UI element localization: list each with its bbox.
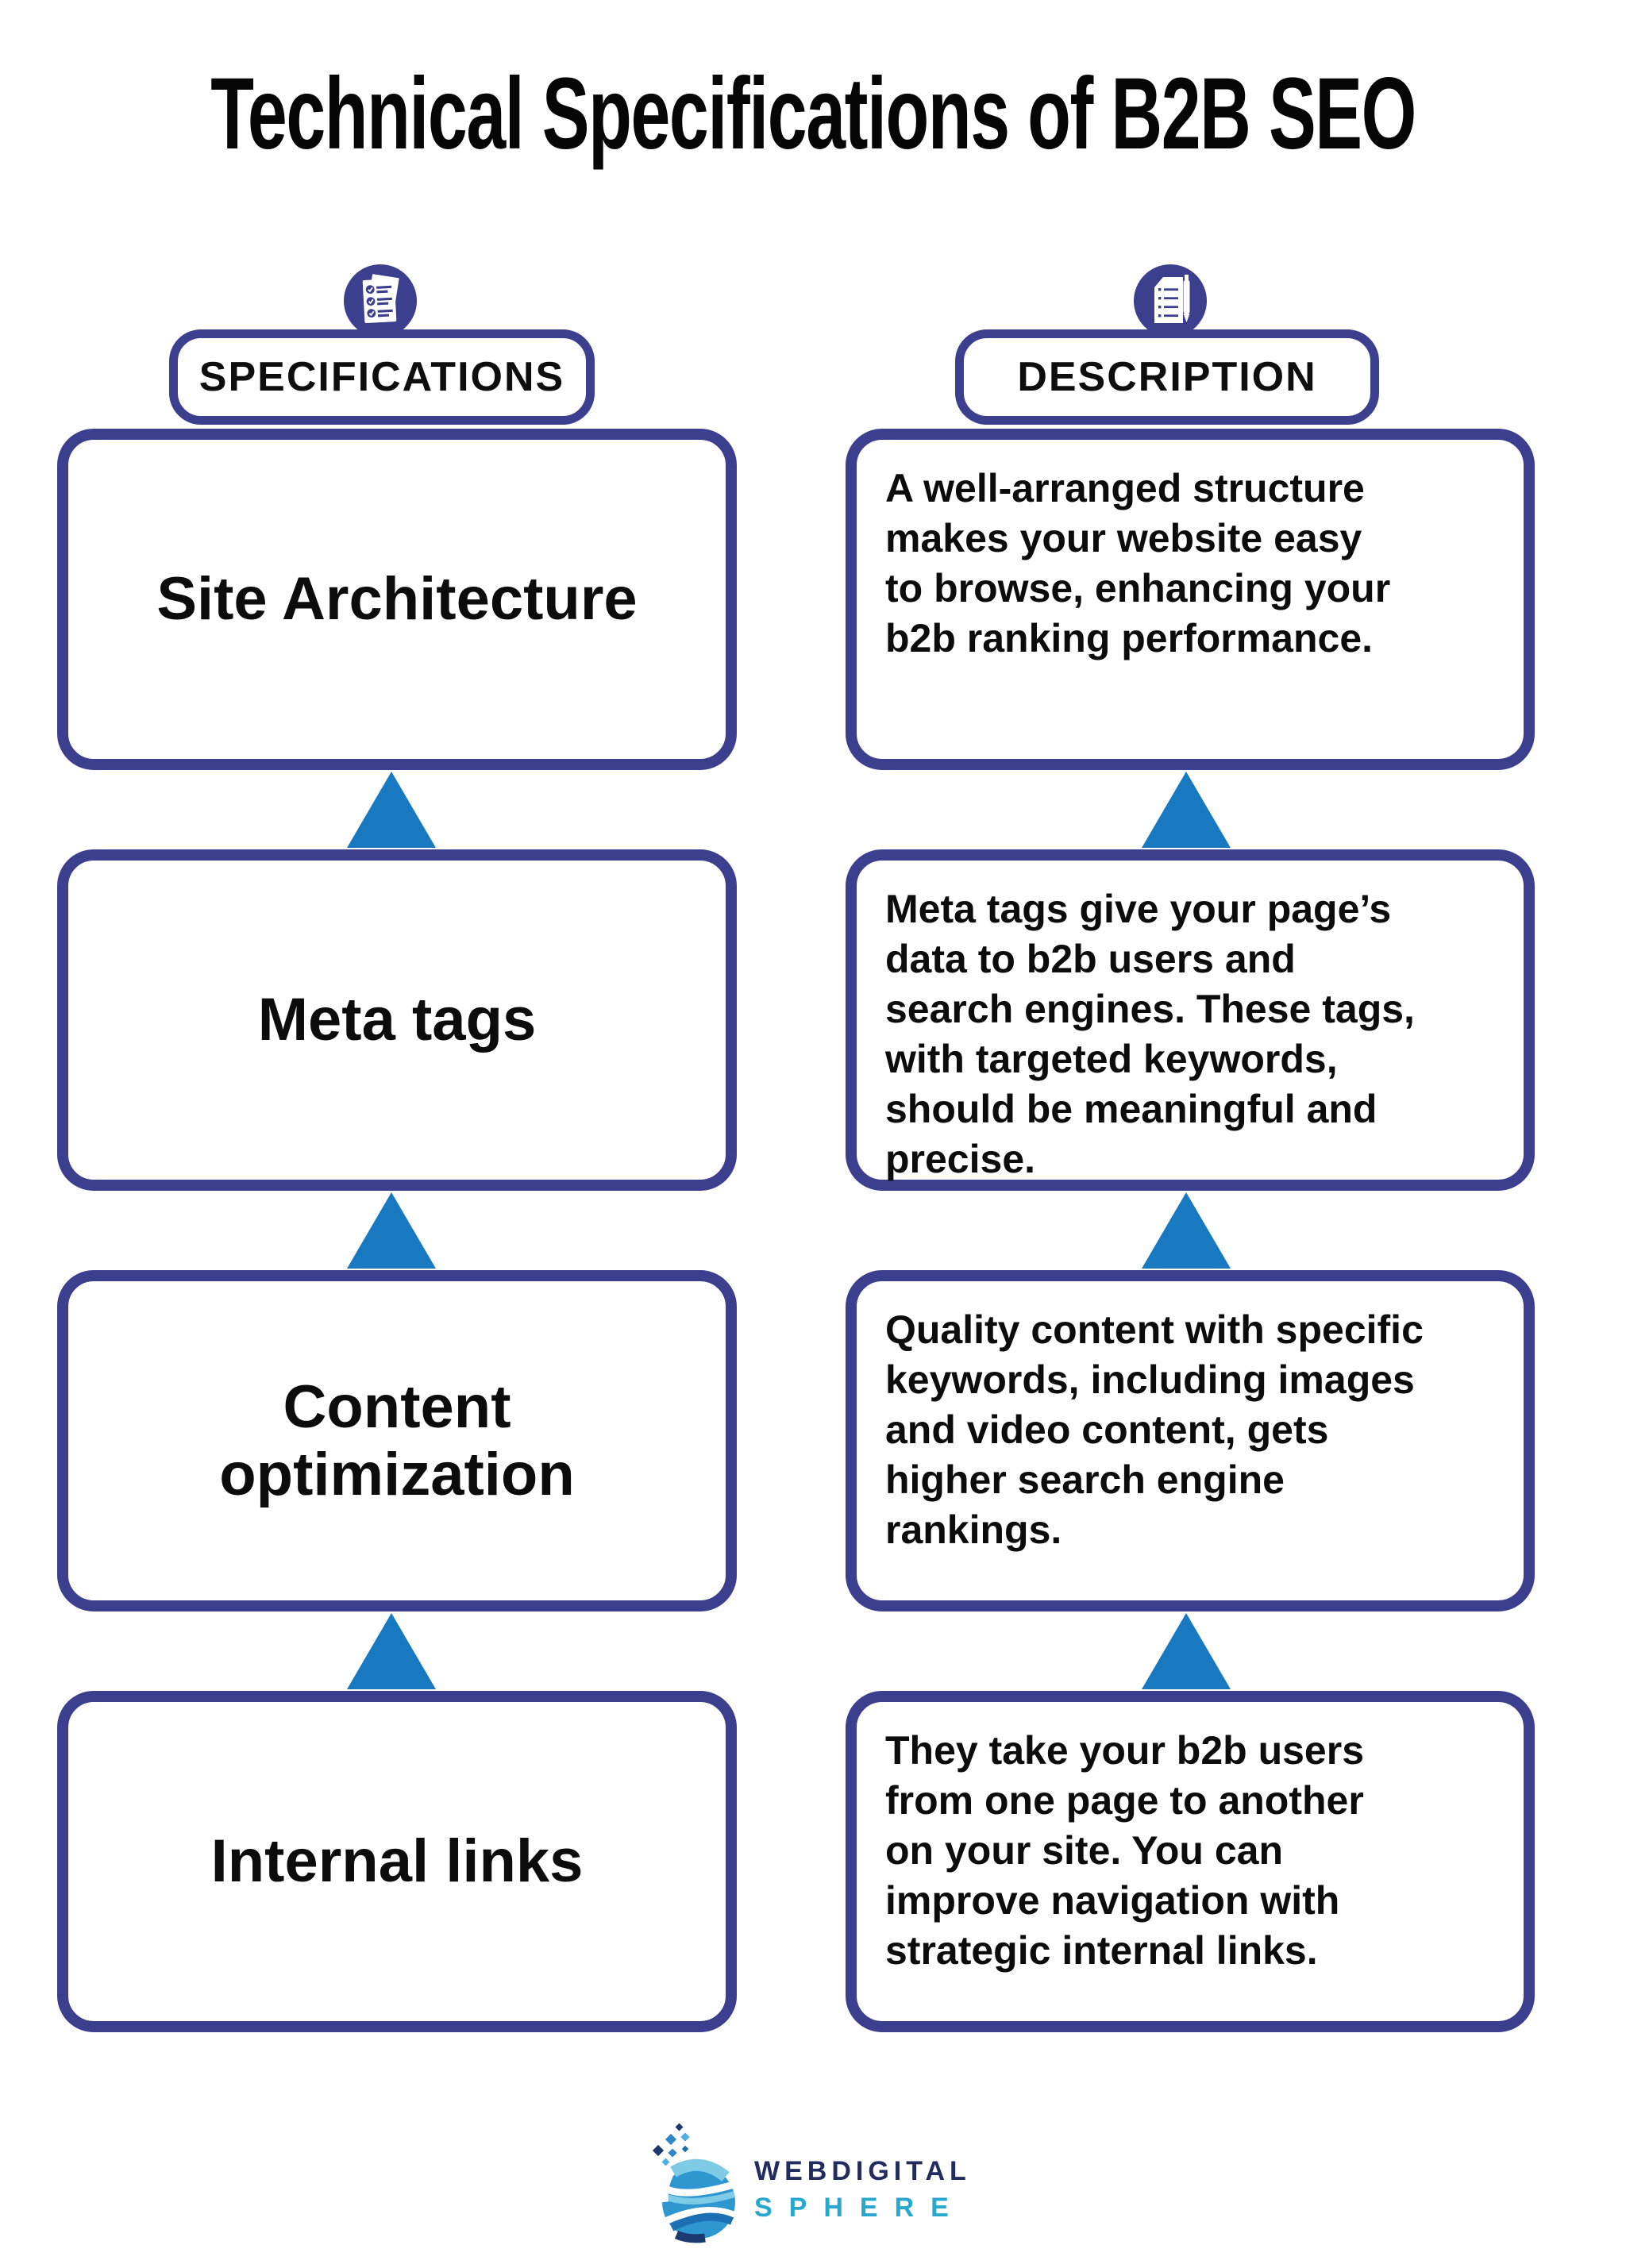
up-arrow-icon bbox=[347, 1192, 436, 1269]
desc-box-site-architecture: A well-arranged structure makes your web… bbox=[846, 429, 1535, 770]
up-arrow-icon bbox=[347, 772, 436, 848]
spec-box-internal-links: Internal links bbox=[57, 1691, 737, 2032]
specifications-header-label: SPECIFICATIONS bbox=[198, 354, 565, 400]
logo-text: WEBDIGITAL SPHERE bbox=[754, 2156, 971, 2224]
desc-box-meta-tags: Meta tags give your page’s data to b2b u… bbox=[846, 849, 1535, 1191]
spec-box-meta-tags: Meta tags bbox=[57, 849, 737, 1191]
desc-box-content-optimization: Quality content with specific keywords, … bbox=[846, 1270, 1535, 1611]
page-title-text: Technical Specifications of B2B SEO bbox=[210, 56, 1416, 171]
logo-line-sphere: SPHERE bbox=[754, 2192, 965, 2223]
logo-line-webdigital: WEBDIGITAL bbox=[754, 2155, 971, 2186]
column-header-description: DESCRIPTION bbox=[955, 329, 1379, 425]
up-arrow-icon bbox=[1142, 1192, 1231, 1269]
spec-label: Content optimization bbox=[219, 1373, 575, 1508]
checklist-icon bbox=[344, 264, 417, 337]
spec-box-content-optimization: Content optimization bbox=[57, 1270, 737, 1611]
logo-sphere-icon bbox=[652, 2123, 736, 2243]
desc-box-internal-links: They take your b2b users from one page t… bbox=[846, 1691, 1535, 2032]
spec-label: Internal links bbox=[210, 1827, 584, 1896]
up-arrow-icon bbox=[1142, 772, 1231, 848]
up-arrow-icon bbox=[347, 1613, 436, 1689]
spec-label: Site Architecture bbox=[156, 565, 638, 633]
column-header-specifications: SPECIFICATIONS bbox=[169, 329, 595, 425]
description-header-label: DESCRIPTION bbox=[1017, 354, 1317, 400]
spec-box-site-architecture: Site Architecture bbox=[57, 429, 737, 770]
up-arrow-icon bbox=[1142, 1613, 1231, 1689]
webdigital-sphere-logo: WEBDIGITAL SPHERE bbox=[645, 2121, 971, 2247]
document-pen-icon bbox=[1134, 264, 1207, 337]
spec-label: Meta tags bbox=[257, 986, 537, 1054]
page-title: Technical Specifications of B2B SEO bbox=[0, 46, 1626, 181]
